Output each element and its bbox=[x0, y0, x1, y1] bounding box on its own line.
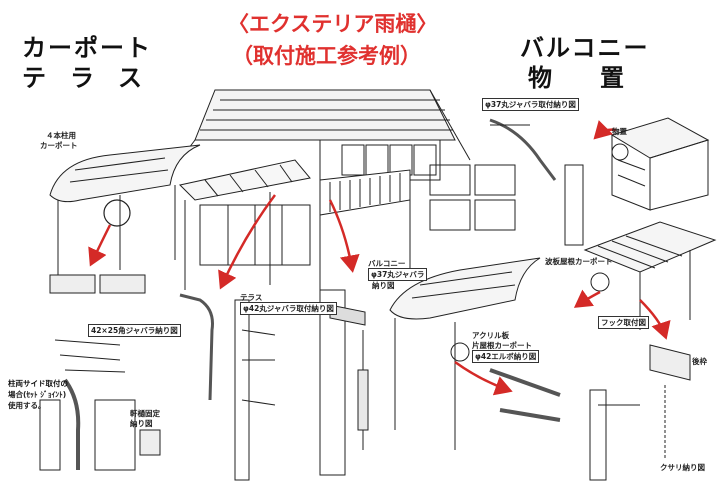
label-rear: 後枠 bbox=[692, 357, 707, 366]
balcony-pillar-detail bbox=[319, 289, 369, 476]
label-gutter-fitting-1: 軒樋固定 bbox=[130, 409, 160, 418]
arrow-acrylic bbox=[454, 360, 513, 396]
label-carport-4pillar-1: ４本柱用 bbox=[46, 131, 76, 140]
main-title: 〈エクステリア雨樋〉 bbox=[228, 12, 438, 36]
top-pipe-detail bbox=[429, 118, 584, 246]
terrace-pipe-detail bbox=[179, 293, 276, 481]
label-balcony-pipe: φ37丸ジャバラ bbox=[368, 268, 428, 281]
arrow-storage bbox=[593, 120, 617, 140]
heading-balcony: バルコニー bbox=[520, 34, 650, 62]
label-pillar-side-3: 使用する。 bbox=[8, 401, 46, 410]
arrow-rear bbox=[639, 299, 671, 340]
carport-four-pillar bbox=[49, 144, 201, 290]
square-jabara-detail bbox=[39, 274, 161, 471]
arrow-terrace bbox=[218, 194, 277, 290]
label-acrylic-1: アクリル板 bbox=[472, 331, 510, 340]
heading-storage: 物 置 bbox=[528, 64, 624, 92]
label-carport-4pillar-2: カーポート bbox=[40, 141, 78, 150]
heading-terrace: テ ラ ス bbox=[22, 64, 142, 92]
label-gutter-fitting-2: 納り図 bbox=[130, 419, 153, 428]
label-wave-carport: 波板屋根カーポート bbox=[545, 257, 613, 266]
label-top-pipe: φ37丸ジャバラ取付納り図 bbox=[482, 98, 579, 111]
label-balcony-pipe2: 納り図 bbox=[372, 281, 395, 290]
storage-shed bbox=[610, 117, 710, 211]
label-hook: フック取付図 bbox=[598, 316, 649, 329]
label-pillar-side-1: 柱両サイド取付の bbox=[8, 379, 68, 388]
house-roof bbox=[179, 89, 471, 161]
label-terrace-pipe: φ42丸ジャバラ取付納り図 bbox=[240, 302, 337, 315]
label-terrace: テラス bbox=[240, 293, 263, 302]
label-balcony: バルコニー bbox=[368, 259, 406, 268]
label-chain: クサリ納り図 bbox=[660, 463, 705, 472]
label-storage: 物置 bbox=[612, 127, 627, 136]
heading-carport: カーポート bbox=[22, 34, 152, 62]
balcony bbox=[319, 169, 411, 290]
arrow-balcony bbox=[328, 199, 360, 273]
label-acrylic-3: φ42エルボ納り図 bbox=[472, 350, 540, 363]
terrace bbox=[178, 159, 311, 290]
red-arrows bbox=[88, 120, 671, 396]
label-pillar-side-2: 場合(ｾｯﾄ ｼﾞｮｲﾝﾄ) bbox=[8, 390, 67, 399]
label-acrylic-2: 片屋根カーポート bbox=[472, 341, 532, 350]
wave-roof-carport bbox=[583, 221, 717, 330]
elbow-pipe-detail bbox=[489, 344, 691, 481]
label-jabara-42x25: 42×25角ジャバラ納り図 bbox=[88, 324, 181, 337]
arrow-wave-carport bbox=[573, 289, 601, 308]
acrylic-carport bbox=[389, 257, 541, 450]
main-subtitle: （取付施工参考例） bbox=[232, 44, 421, 68]
arrow-carport bbox=[88, 224, 112, 267]
